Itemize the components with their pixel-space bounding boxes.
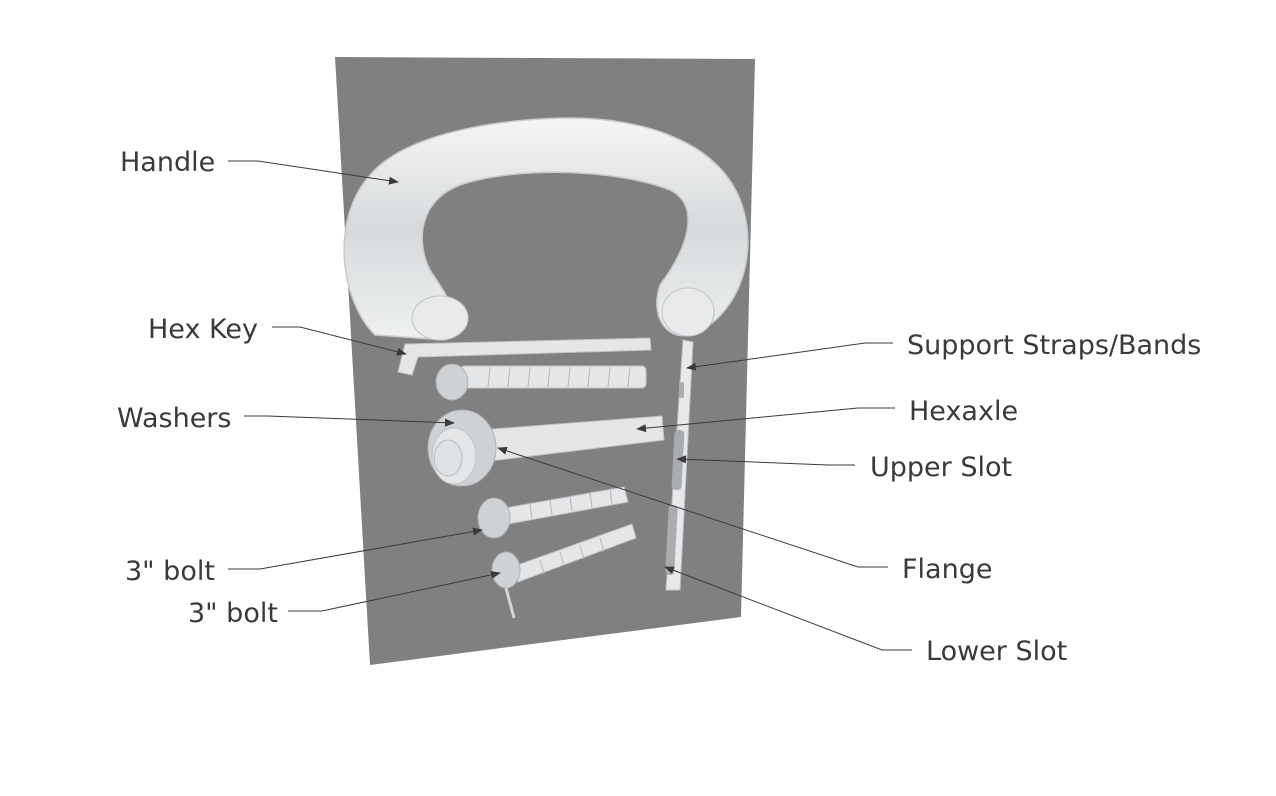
long-bolt-top-part bbox=[435, 363, 647, 401]
leader-bolt-upper bbox=[228, 527, 483, 570]
label-washers: Washers bbox=[117, 403, 231, 434]
backdrop-panel bbox=[335, 57, 755, 665]
label-flange: Flange bbox=[902, 554, 992, 585]
label-upper-slot: Upper Slot bbox=[870, 452, 1012, 483]
label-handle: Handle bbox=[120, 147, 215, 178]
leader-lines bbox=[228, 160, 912, 651]
hexaxle-part bbox=[427, 409, 665, 487]
leader-handle bbox=[228, 160, 399, 185]
bolt-bottom-part bbox=[491, 523, 637, 619]
label-support-straps: Support Straps/Bands bbox=[907, 330, 1201, 361]
leader-upper-slot bbox=[676, 455, 855, 466]
leader-support-straps bbox=[686, 342, 893, 371]
label-lower-slot: Lower Slot bbox=[926, 636, 1067, 667]
callout-labels: Handle Hex Key Washers 3" bolt 3" bolt S… bbox=[117, 147, 1201, 667]
leader-hexaxle bbox=[636, 407, 895, 433]
support-strap-part bbox=[665, 339, 694, 591]
label-bolt-lower: 3" bolt bbox=[188, 598, 278, 629]
bolt-middle-part bbox=[477, 486, 629, 539]
leader-lower-slot bbox=[664, 566, 912, 651]
leader-flange bbox=[497, 447, 888, 568]
leader-hex-key bbox=[272, 326, 407, 356]
leader-bolt-lower bbox=[288, 570, 501, 612]
handle-part bbox=[343, 117, 749, 341]
label-hex-key: Hex Key bbox=[148, 314, 258, 345]
hex-key-part bbox=[397, 337, 652, 376]
label-hexaxle: Hexaxle bbox=[909, 396, 1018, 427]
label-bolt-upper: 3" bolt bbox=[125, 556, 215, 587]
leader-washers bbox=[244, 415, 455, 427]
